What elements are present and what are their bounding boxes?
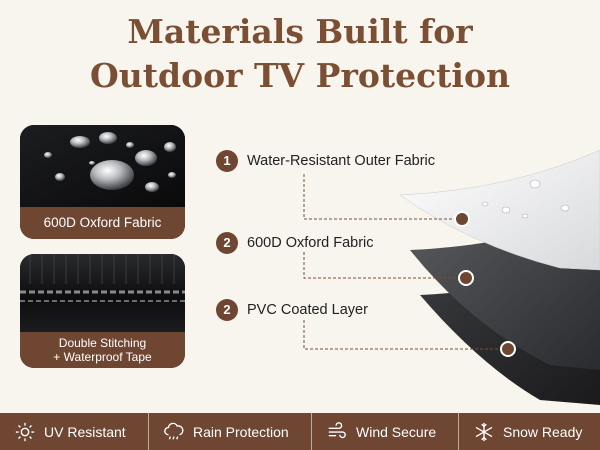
feature-label: Snow Ready <box>503 423 583 440</box>
stitching-card: Double Stitching + Waterproof Tape <box>20 254 185 368</box>
layer-number-badge: 2 <box>216 232 238 254</box>
feature-label: UV Resistant <box>44 423 126 440</box>
oxford-fabric-card: 600D Oxford Fabric <box>20 125 185 239</box>
outer-layer-shape <box>399 150 600 271</box>
caption-line-1: Double Stitching <box>58 336 147 350</box>
card-caption: Double Stitching + Waterproof Tape <box>20 332 185 368</box>
layer-outer-fabric: 1 Water-Resistant Outer Fabric <box>216 150 435 172</box>
feature-wind-secure: Wind Secure <box>311 413 458 450</box>
caption-line-2: + Waterproof Tape <box>53 350 152 364</box>
feature-snow-ready: Snow Ready <box>458 413 600 450</box>
feature-bar: UV Resistant Rain Protection Wind Secure… <box>0 413 600 450</box>
layer-number-badge: 2 <box>216 299 238 321</box>
feature-label: Rain Protection <box>193 423 289 440</box>
page-title: Materials Built for Outdoor TV Protectio… <box>0 10 600 98</box>
cloud-rain-icon <box>164 422 184 440</box>
sun-icon <box>15 422 35 441</box>
title-line-2: Outdoor TV Protection <box>90 56 510 95</box>
layer-pvc-coated: 2 PVC Coated Layer <box>216 299 368 321</box>
feature-uv-resistant: UV Resistant <box>0 413 148 450</box>
wind-icon <box>328 421 346 438</box>
snowflake-icon <box>475 422 493 441</box>
layer-label: PVC Coated Layer <box>247 302 368 318</box>
stitching-image <box>20 254 185 332</box>
layer-label: Water-Resistant Outer Fabric <box>247 153 436 169</box>
material-layers-illustration <box>303 150 600 405</box>
water-droplets-image <box>20 125 185 207</box>
feature-label: Wind Secure <box>356 423 437 440</box>
layer-oxford-fabric: 2 600D Oxford Fabric <box>216 232 374 254</box>
feature-rain-protection: Rain Protection <box>148 413 311 450</box>
layer-number-badge: 1 <box>216 150 238 172</box>
title-line-1: Materials Built for <box>127 12 473 51</box>
layer-label: 600D Oxford Fabric <box>247 235 374 251</box>
card-caption: 600D Oxford Fabric <box>20 207 185 239</box>
